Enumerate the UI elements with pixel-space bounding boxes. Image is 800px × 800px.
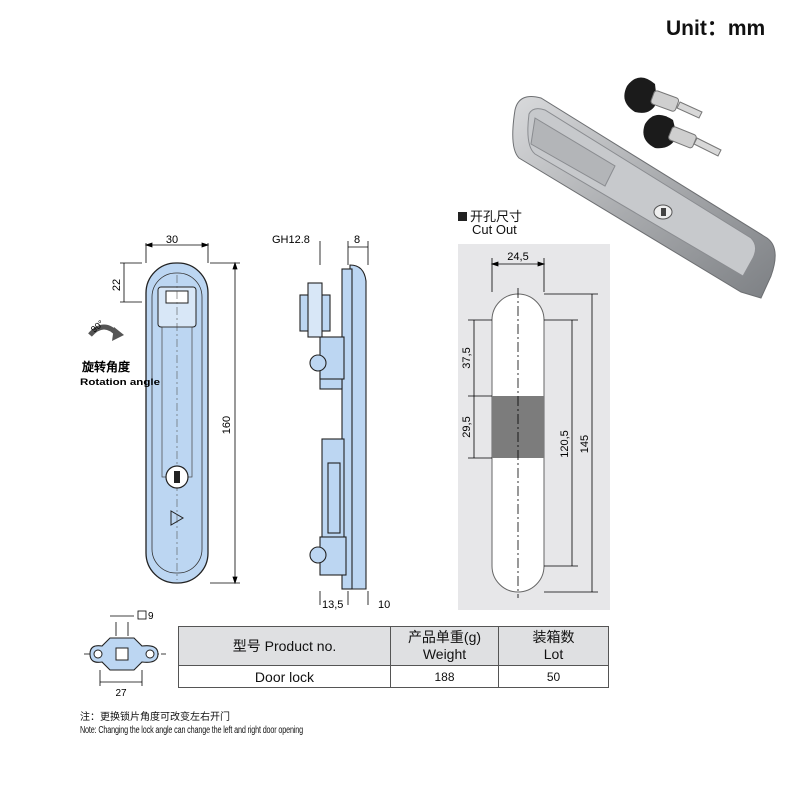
- cam-dim-square: 9: [148, 611, 154, 622]
- rotation-label-cn: 旋转角度: [81, 359, 131, 374]
- cell-weight: 188: [390, 665, 499, 688]
- cutout-dim-inner: 120,5: [559, 430, 571, 458]
- cutout-dim-width: 24,5: [507, 251, 528, 263]
- rotation-arrow: 90°: [88, 318, 124, 341]
- note-en: Note: Changing the lock angle can change…: [80, 725, 304, 736]
- rotation-label-en: Rotation angle: [80, 377, 160, 388]
- product-photo: [512, 77, 776, 299]
- cell-product: Door lock: [178, 665, 391, 688]
- handle-side: [299, 264, 367, 590]
- dim-width-label: 30: [166, 235, 178, 246]
- unit-label: Unit：mm: [666, 17, 766, 40]
- front-view-drawing: 30 22 160 90° 旋转角度 Rotation angle: [80, 235, 240, 585]
- header-weight: 产品单重(g)Weight: [390, 626, 499, 666]
- cutout-dim-mid: 29,5: [461, 416, 473, 437]
- keys: [624, 77, 722, 157]
- dim-depth-label: 8: [354, 234, 360, 246]
- cell-lot: 50: [498, 665, 609, 688]
- dim-bottom-b-label: 10: [378, 599, 390, 611]
- dim-height-label: 160: [221, 416, 233, 434]
- header-product: 型号 Product no.: [178, 626, 391, 666]
- cutout-dim-outer: 145: [579, 435, 591, 453]
- dim-bottom-a-label: 13,5: [322, 599, 343, 611]
- note: 注：更换锁片角度可改变左右开门 Note: Changing the lock …: [80, 711, 390, 737]
- handle-front: [145, 262, 209, 584]
- cutout-title-cn: 开孔尺寸: [458, 206, 522, 225]
- cam-plate-drawing: 9 27: [84, 610, 166, 698]
- side-view-drawing: GH12.8 8 13,5 10: [272, 234, 390, 611]
- cutout-title-en: Cut Out: [472, 222, 517, 237]
- cutout-dim-upper: 37,5: [461, 347, 473, 368]
- handle-body: [512, 96, 776, 299]
- cam-dim-width: 27: [115, 688, 127, 698]
- dim-top-label: 22: [111, 279, 123, 291]
- note-cn: 注：更换锁片角度可改变左右开门: [80, 712, 230, 723]
- dim-thread-label: GH12.8: [272, 234, 310, 246]
- cutout-drawing: 24,5 37,5 29,5 120,5 145: [458, 244, 610, 610]
- table-row: Door lock 188 50: [178, 665, 609, 688]
